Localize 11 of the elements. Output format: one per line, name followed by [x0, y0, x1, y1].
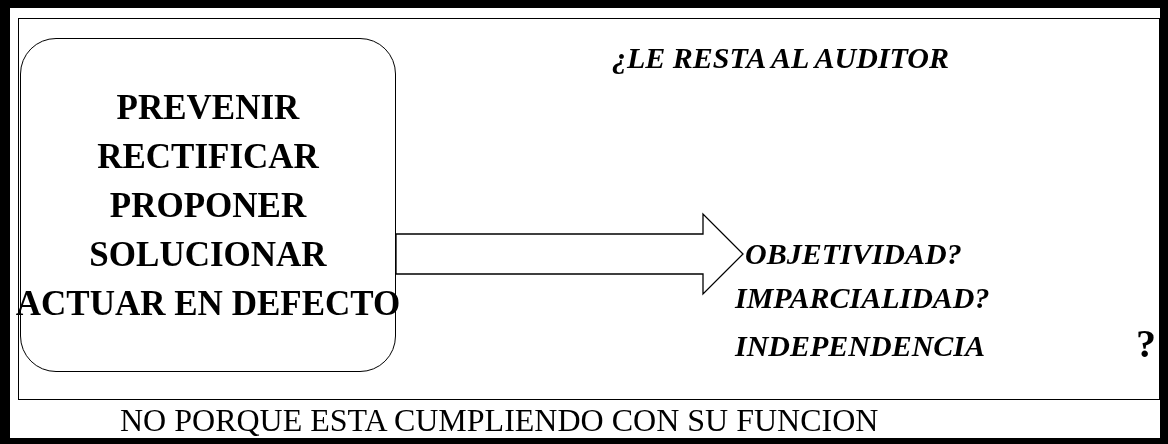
question-text: IMPARCIALIDAD?	[735, 280, 990, 316]
box-text: PREVENIR	[116, 86, 300, 129]
conclusion-text: NO PORQUE ESTA CUMPLIENDO CON SU FUNCION	[120, 402, 879, 438]
box-text: PROPONER	[109, 184, 307, 227]
question-text: ¿LE RESTA AL AUDITOR	[612, 40, 950, 76]
question-text: INDEPENDENCIA	[735, 328, 986, 364]
block-arrow	[395, 212, 744, 296]
question-text: ?	[1136, 326, 1156, 362]
question-text: OBJETIVIDAD?	[745, 236, 962, 272]
box-text: SOLUCIONAR	[89, 233, 327, 276]
box-text: RECTIFICAR	[97, 135, 319, 178]
